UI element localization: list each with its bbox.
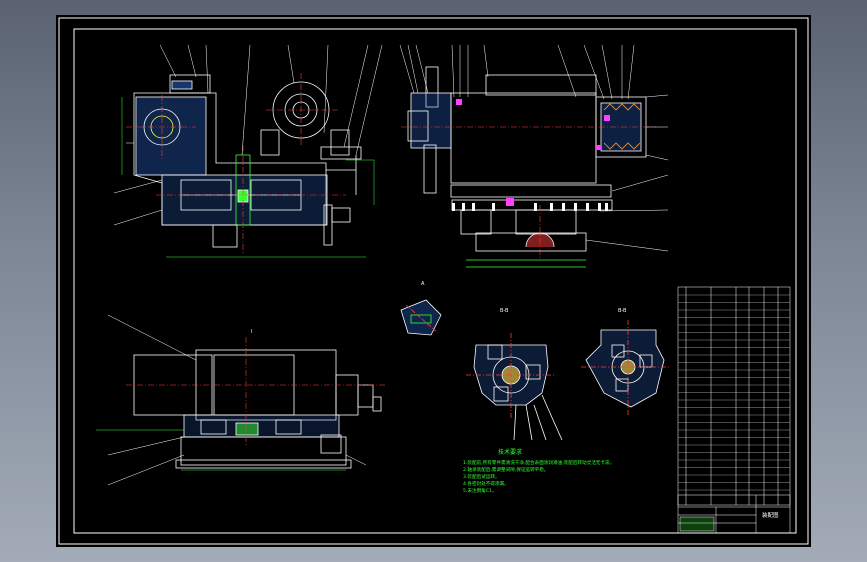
gearbox-leaders: [113, 44, 383, 226]
title-block-name: 装配图: [762, 511, 779, 519]
detail-a-view: [400, 299, 442, 336]
note-1: 1.装配前,所有零件需清洗干净,配合表面涂润滑油,装配后转动灵活无卡滞。: [463, 459, 614, 466]
gearbox-centerlines: [126, 73, 346, 255]
motor-centerlines: [126, 337, 386, 445]
spindle-section-view: [407, 66, 647, 268]
section-bb-left: [466, 333, 563, 441]
title-block: [677, 494, 791, 534]
gearbox-dimensions: [121, 97, 375, 258]
note-5: 5.未注倒角C1。: [463, 487, 496, 494]
section-bb-right-label: B-B: [618, 308, 627, 314]
spindle-bolts: [452, 99, 610, 211]
motor-front-view: [133, 349, 382, 469]
note-3: 3.装配后试运转。: [463, 473, 500, 480]
section-a-label: A: [421, 281, 425, 287]
gearbox-section-view: [133, 74, 362, 248]
note-2: 2.轴承装配后,需调整间隙,保证运转平稳。: [463, 466, 548, 473]
section-bb-right: [581, 320, 671, 415]
drawing-canvas: A B-B B-B I 技术要求 1.装配前,所有零件需清洗干净,配合表面涂润滑…: [58, 17, 809, 545]
motor-dimensions: [96, 429, 346, 471]
bom-table: [677, 286, 791, 506]
section-bb-left-label: B-B: [500, 308, 509, 314]
inner-border: [73, 28, 797, 534]
note-4: 4.各密封处不得渗漏。: [463, 480, 509, 487]
detail-label: I: [251, 329, 252, 335]
bom-rows: [678, 294, 790, 491]
spindle-leaders: [399, 44, 669, 252]
motor-leaders: [107, 314, 367, 486]
spindle-centerlines: [401, 126, 656, 260]
notes-title: 技术要求: [498, 448, 522, 456]
outer-border: [58, 17, 809, 545]
drawing-sheet: A B-B B-B I 技术要求 1.装配前,所有零件需清洗干净,配合表面涂润滑…: [56, 15, 811, 547]
